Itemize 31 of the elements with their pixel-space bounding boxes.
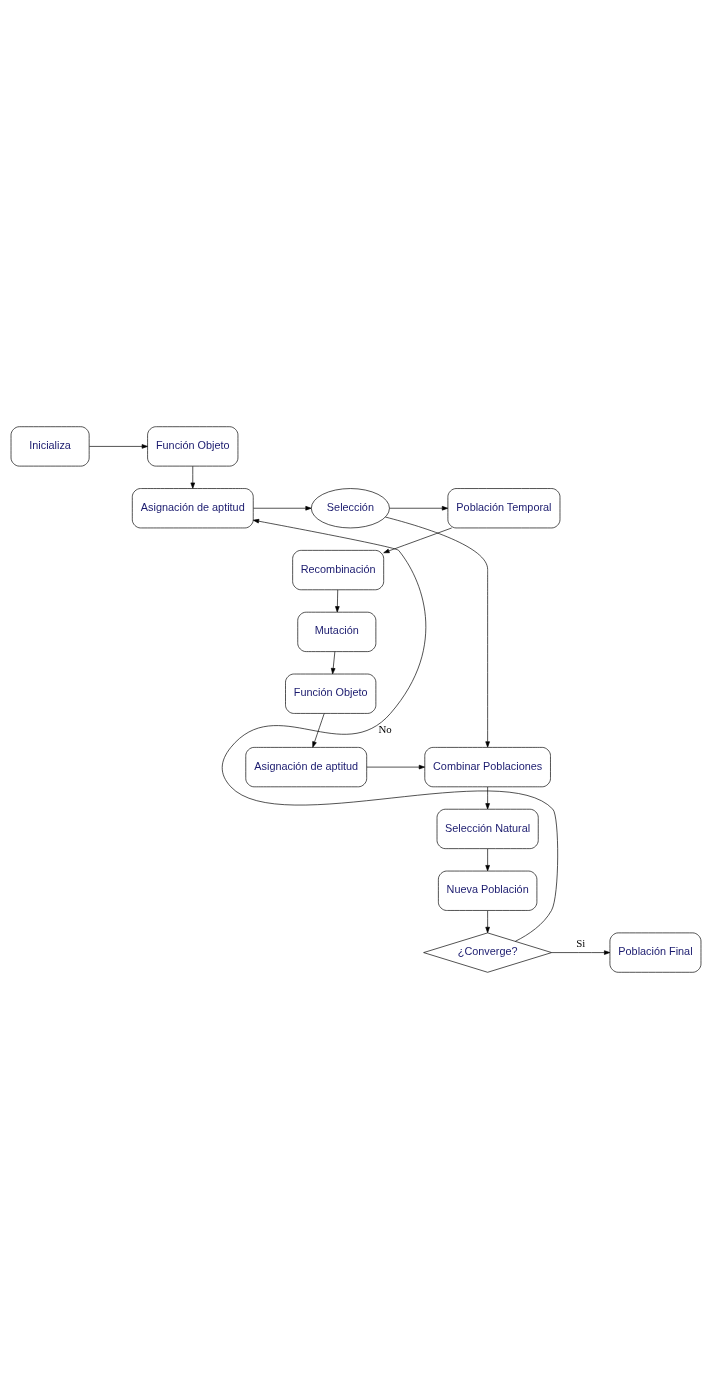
node-box: Recombinación <box>292 549 385 590</box>
node-box: Mutación <box>297 611 377 652</box>
arrow <box>89 443 148 449</box>
node-box: Inicializa <box>10 425 90 466</box>
arrow <box>485 847 490 871</box>
arrow <box>389 505 449 510</box>
node-box: Población Temporal <box>447 487 561 528</box>
arrow <box>366 764 425 769</box>
node-ellipse: Selección <box>311 487 390 528</box>
arrow <box>221 518 559 942</box>
node-box: Función Objeto <box>147 425 239 466</box>
arrow <box>335 589 340 612</box>
arrow <box>312 712 325 748</box>
node-box: Asignación de aptitud <box>131 487 254 528</box>
arrow <box>383 527 453 553</box>
node-box: Población Final <box>609 932 702 973</box>
node-box: Combinar Poblaciones <box>424 746 551 787</box>
edge-label: Si <box>576 936 586 949</box>
node-box: Función Objeto <box>285 673 377 714</box>
arrow <box>190 465 195 489</box>
node-diamond: ¿Converge? <box>423 932 552 973</box>
arrow <box>485 786 490 809</box>
arrow <box>330 650 336 674</box>
node-box: Asignación de aptitud <box>245 746 368 787</box>
arrow <box>551 949 611 955</box>
node-box: Selección Natural <box>436 808 539 849</box>
arrow <box>485 909 490 933</box>
arrow <box>385 516 490 747</box>
arrow <box>253 505 312 510</box>
edge-label: No <box>378 722 392 735</box>
node-box: Nueva Población <box>438 870 538 911</box>
